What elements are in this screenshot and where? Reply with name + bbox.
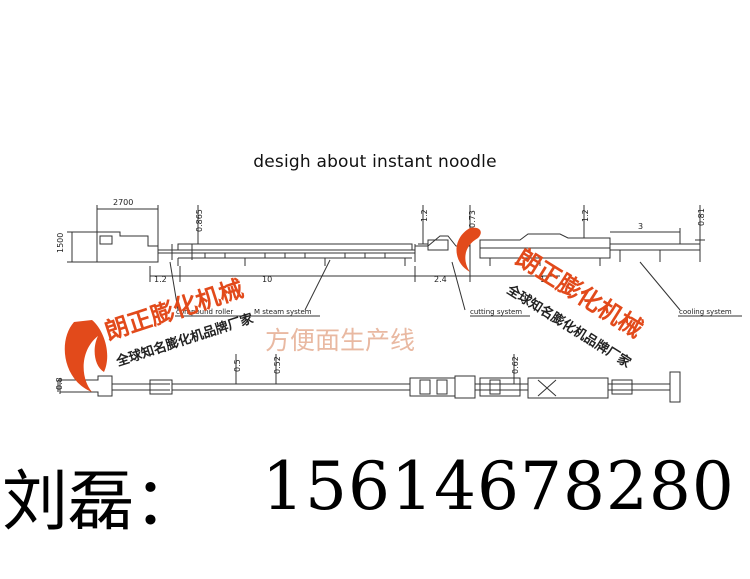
flame-icon [64,320,108,392]
dim-073: 0.73 [468,210,477,228]
flame-icon [456,227,481,272]
dim-1-2c: 1.2 [154,275,167,284]
label-steam-system: M steam system [254,308,312,316]
production-line-drawing: 2700 1500 0.865 1.2 0.73 1.2 3 0.81 1.2 … [55,198,742,403]
dim-052: 0.52 [273,356,282,374]
dim-081: 0.81 [697,208,706,226]
dim-1: 1 [540,275,545,284]
production-line-caption: 方便面生产线 [265,326,415,355]
mixer-block [96,231,159,263]
dim-3: 3 [638,222,643,231]
dim-1-2a: 1.2 [420,209,429,222]
label-cooling-system: cooling system [679,308,732,316]
dim-10: 10 [262,275,272,284]
dim-05: 0.5 [233,359,242,372]
label-cutting-system: cutting system [470,308,522,316]
label-compound-roller: compound roller [176,308,233,316]
contact-phone: 15614678280 [262,448,735,525]
dim-062: 0.62 [511,356,520,374]
brand-logo-right: 朗正膨化机械 全球知名膨化机品牌厂家 [456,227,648,372]
dim-1500: 1500 [56,233,65,253]
diagram-title: desigh about instant noodle [253,152,497,172]
brand-logo-left: 朗正膨化机械 全球知名膨化机品牌厂家 [64,275,256,392]
plan-feeder [59,375,113,397]
dim-2-4: 2.4 [434,275,447,284]
dim-1-2b: 1.2 [581,209,590,222]
dim-0865: 0.865 [195,209,204,232]
dim-2700: 2700 [113,198,133,207]
dim-08: 0.8 [55,377,64,390]
contact-name: 刘磊： [2,463,200,540]
contact-line: 刘磊： 15614678280 [0,448,750,558]
